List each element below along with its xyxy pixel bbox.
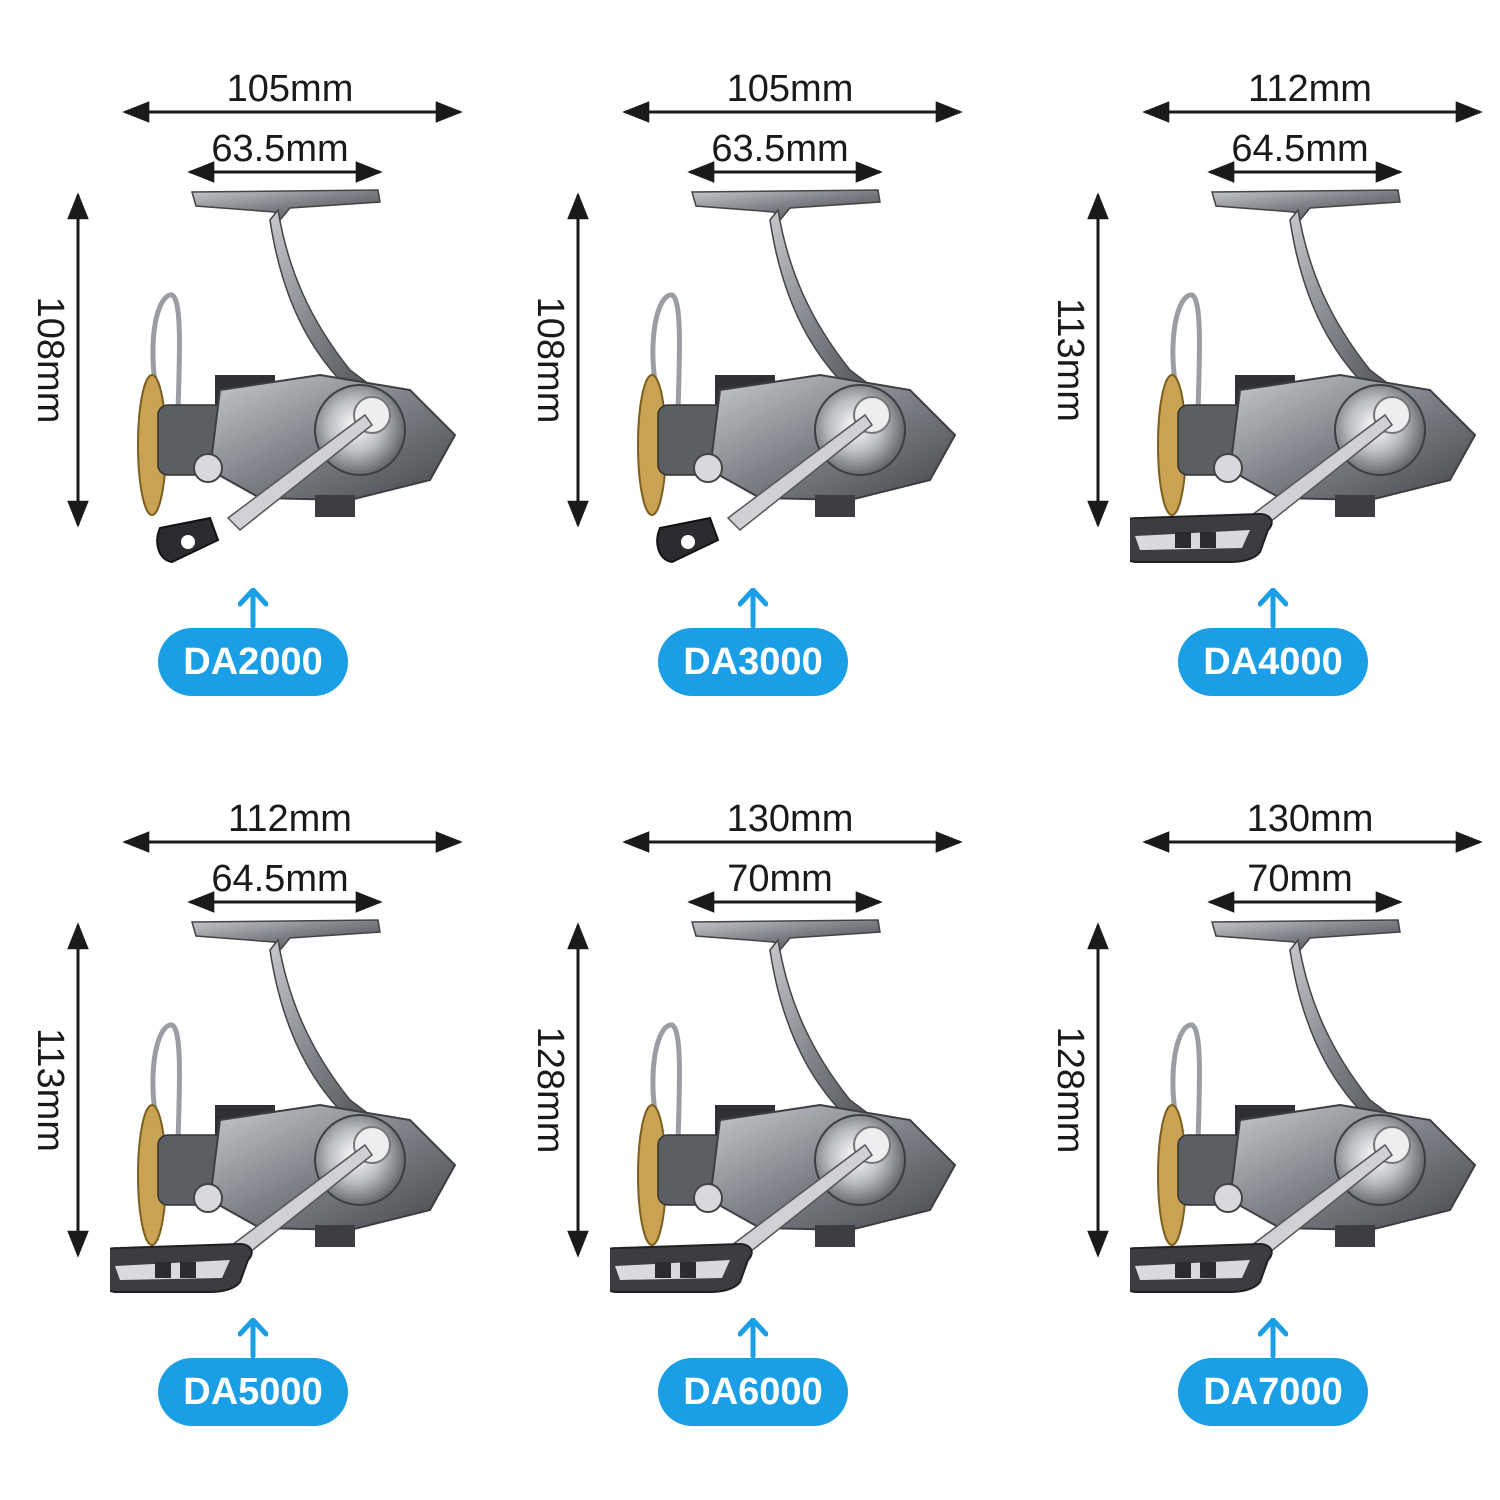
reel-size-card: 130mm 70mm 128mm [1020, 730, 1500, 1460]
handle-width-label: 63.5mm [711, 128, 849, 170]
handle-width-label: 64.5mm [1231, 128, 1369, 170]
reel-size-card: 130mm 70mm 128mm [500, 730, 1000, 1460]
spinning-reel-image [1130, 189, 1477, 563]
spinning-reel-image [137, 189, 457, 564]
handle-width-label: 70mm [1247, 858, 1353, 900]
arrow-up-icon [238, 588, 268, 628]
overall-width-label: 130mm [726, 798, 854, 840]
height-label: 108mm [29, 296, 71, 424]
arrow-up-icon [238, 1318, 268, 1358]
reel-size-card: 105mm 63.5mm 108mm [0, 0, 500, 730]
bar-knob [1130, 512, 1273, 563]
overall-width-label: 112mm [1248, 68, 1372, 110]
model-badge[interactable]: DA5000 [158, 1358, 348, 1426]
round-knob [656, 516, 720, 564]
model-badge[interactable]: DA3000 [658, 628, 848, 696]
overall-width-label: 130mm [1246, 798, 1374, 840]
dimension-arrows [67, 101, 463, 528]
model-badge[interactable]: DA2000 [158, 628, 348, 696]
reel-size-card: 112mm 64.5mm 113mm [0, 730, 500, 1460]
dimension-arrows [567, 831, 963, 1258]
height-label: 128mm [529, 1026, 571, 1154]
dimension-arrows [567, 101, 963, 528]
handle-width-label: 64.5mm [211, 858, 349, 900]
height-label: 113mm [1049, 298, 1091, 422]
bar-knob [110, 1242, 253, 1293]
handle-width-label: 63.5mm [211, 128, 349, 170]
dimension-arrows [1087, 831, 1483, 1258]
height-label: 113mm [29, 1028, 71, 1152]
height-label: 128mm [1049, 1026, 1091, 1154]
bar-knob [1130, 1242, 1273, 1293]
arrow-up-icon [738, 588, 768, 628]
reel-size-card: 112mm 64.5mm 113mm [1020, 0, 1500, 730]
arrow-up-icon [738, 1318, 768, 1358]
overall-width-label: 112mm [228, 798, 352, 840]
arrow-up-icon [1258, 588, 1288, 628]
dimension-arrows [1087, 101, 1483, 528]
spinning-reel-image [1130, 919, 1477, 1293]
height-label: 108mm [529, 296, 571, 424]
bar-knob [610, 1242, 753, 1293]
model-badge[interactable]: DA7000 [1178, 1358, 1368, 1426]
spinning-reel-image [610, 919, 957, 1293]
spinning-reel-image [110, 919, 457, 1293]
reel-size-card: 105mm 63.5mm 108mm [500, 0, 1000, 730]
arrow-up-icon [1258, 1318, 1288, 1358]
model-badge[interactable]: DA6000 [658, 1358, 848, 1426]
handle-width-label: 70mm [727, 858, 833, 900]
model-badge[interactable]: DA4000 [1178, 628, 1368, 696]
dimension-arrows [67, 831, 463, 1258]
overall-width-label: 105mm [226, 68, 354, 110]
overall-width-label: 105mm [726, 68, 854, 110]
spinning-reel-image [637, 189, 957, 564]
round-knob [156, 516, 220, 564]
